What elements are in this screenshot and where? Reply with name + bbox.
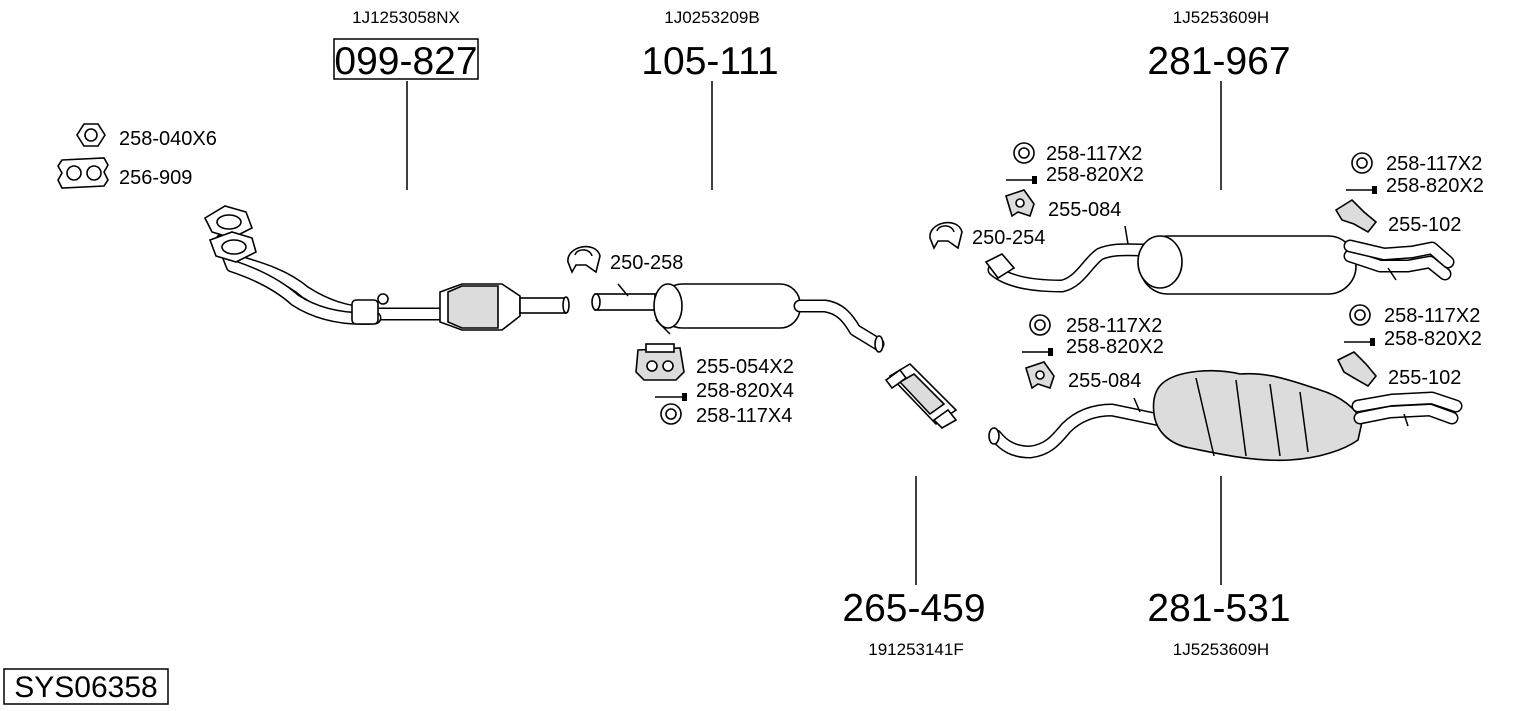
rubber-mount-label-rear-top-left: 255-084 bbox=[1048, 199, 1121, 221]
rear-silencer-top[interactable] bbox=[984, 225, 1455, 295]
oem-label-middle-silencer: 1J0253209B bbox=[664, 8, 759, 27]
ring-icon[interactable] bbox=[1351, 152, 1373, 174]
middle-silencer[interactable] bbox=[591, 283, 885, 353]
flex-pipe[interactable] bbox=[884, 362, 958, 429]
bolt-icon[interactable] bbox=[1022, 348, 1053, 356]
rubber-mount-label-mid: 255-054X2 bbox=[696, 356, 794, 378]
part-number-box bbox=[333, 38, 479, 80]
bolt-label-rear-top-right: 258-820X2 bbox=[1386, 175, 1484, 197]
oem-label-rear-silencer-bottom: 1J5253609H bbox=[1173, 640, 1269, 659]
ring-icon[interactable] bbox=[1029, 314, 1051, 336]
rubber-mount-label-rear-top-right: 255-102 bbox=[1388, 214, 1461, 236]
part-number-middle-silencer[interactable]: 105-111 bbox=[641, 40, 778, 83]
rubber-mount-icon[interactable] bbox=[635, 343, 685, 381]
system-label: SYS06358 bbox=[14, 671, 157, 704]
bolt-label-rear-bottom-left: 258-820X2 bbox=[1066, 336, 1164, 358]
ring-icon[interactable] bbox=[660, 403, 682, 425]
clamp-icon[interactable] bbox=[929, 221, 963, 250]
rubber-mount-icon[interactable] bbox=[1334, 198, 1378, 234]
system-label-box bbox=[3, 668, 169, 705]
oem-label-front-pipe: 1J1253058NX bbox=[352, 8, 460, 27]
rubber-mount-label-rear-bottom-left: 255-084 bbox=[1068, 370, 1141, 392]
part-number-front-pipe[interactable]: 099-827 bbox=[334, 40, 477, 83]
oem-label-rear-silencer-top: 1J5253609H bbox=[1173, 8, 1269, 27]
bolt-label-rear-top-left: 258-820X2 bbox=[1046, 164, 1144, 186]
nut-icon[interactable] bbox=[76, 123, 106, 147]
clamp-label-mid: 250-258 bbox=[610, 252, 683, 274]
ring-label-rear-bottom-right: 258-117X2 bbox=[1384, 305, 1480, 327]
part-number-flex-pipe[interactable]: 265-459 bbox=[842, 587, 985, 630]
ring-label-rear-top-left: 258-117X2 bbox=[1046, 143, 1142, 165]
ring-icon[interactable] bbox=[1013, 142, 1035, 164]
bolt-icon[interactable] bbox=[1006, 176, 1037, 184]
oem-label-flex-pipe: 191253141F bbox=[868, 640, 963, 659]
part-number-rear-silencer-top[interactable]: 281-967 bbox=[1147, 40, 1290, 83]
front-pipe-catalytic-converter[interactable] bbox=[203, 205, 570, 331]
gasket-label: 256-909 bbox=[119, 167, 192, 189]
rear-silencer-bottom[interactable] bbox=[988, 369, 1463, 462]
nut-label: 258-040X6 bbox=[119, 128, 217, 150]
rubber-mount-icon[interactable] bbox=[1005, 189, 1035, 218]
rubber-mount-label-rear-bottom-right: 255-102 bbox=[1388, 367, 1461, 389]
bolt-label-mid: 258-820X4 bbox=[696, 380, 794, 402]
bolt-icon[interactable] bbox=[1344, 338, 1375, 346]
bolt-label-rear-bottom-right: 258-820X2 bbox=[1384, 328, 1482, 350]
rubber-mount-icon[interactable] bbox=[1025, 361, 1055, 390]
ring-icon[interactable] bbox=[1349, 304, 1371, 326]
clamp-icon[interactable] bbox=[567, 245, 601, 274]
ring-label-mid: 258-117X4 bbox=[696, 405, 792, 427]
ring-label-rear-bottom-left: 258-117X2 bbox=[1066, 315, 1162, 337]
part-number-rear-silencer-bottom[interactable]: 281-531 bbox=[1147, 587, 1290, 630]
bolt-icon[interactable] bbox=[1346, 186, 1377, 194]
rubber-mount-icon[interactable] bbox=[1336, 351, 1378, 388]
bolt-icon[interactable] bbox=[655, 393, 687, 401]
clamp-label-rear-top: 250-254 bbox=[972, 227, 1045, 249]
gasket-icon[interactable] bbox=[57, 157, 109, 189]
ring-label-rear-top-right: 258-117X2 bbox=[1386, 153, 1482, 175]
